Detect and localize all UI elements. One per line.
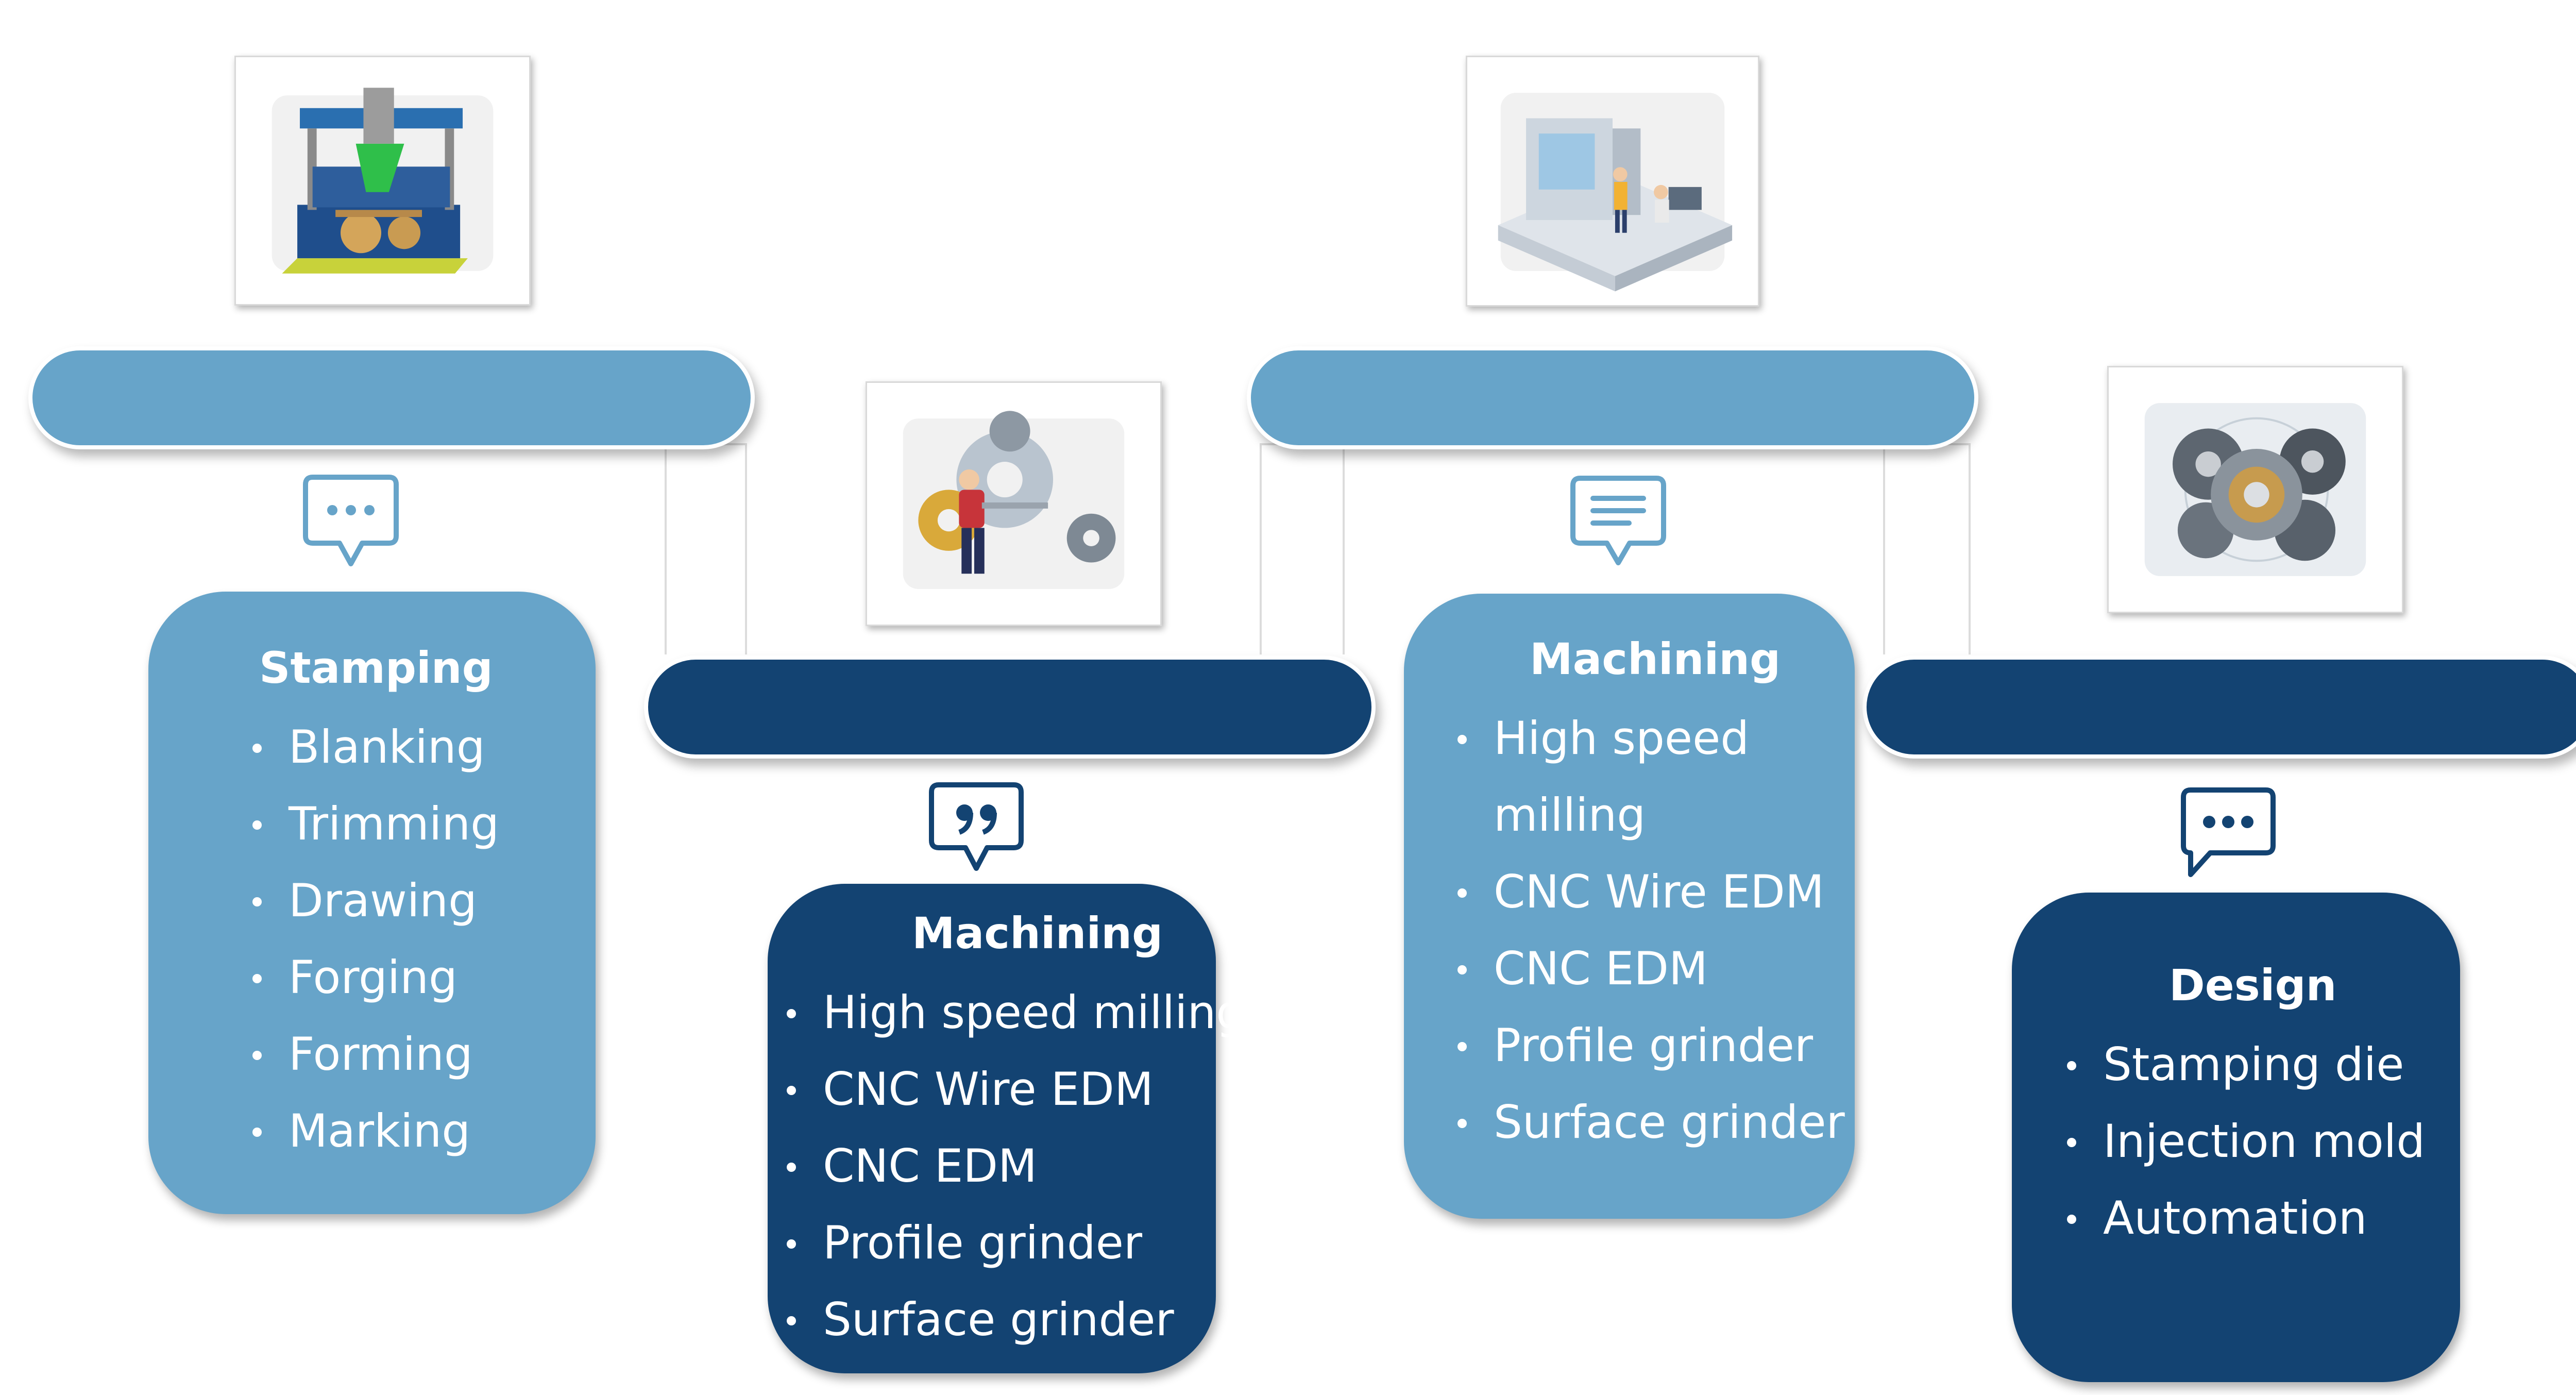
list-item: Surface grinder bbox=[785, 1281, 1245, 1358]
list-item: Stamping die bbox=[2065, 1026, 2425, 1103]
list-item: Trimming bbox=[250, 785, 499, 862]
list-item: Blanking bbox=[250, 709, 499, 785]
stage-card-design: Design Stamping die Injection mold Autom… bbox=[2012, 893, 2460, 1382]
cnc-machine-operator-image bbox=[1466, 56, 1759, 307]
stage-bar-stamping bbox=[28, 346, 755, 449]
stage-bar-machining-2 bbox=[1247, 346, 1978, 449]
stage-bar-design bbox=[1862, 656, 2576, 759]
card-title: Stamping bbox=[259, 643, 493, 693]
connector-line-2 bbox=[1260, 443, 1345, 654]
card-title: Machining bbox=[1530, 634, 1781, 684]
card-title: Machining bbox=[912, 908, 1163, 959]
list-item: Marking bbox=[250, 1093, 499, 1169]
stage-card-machining-2: Machining High speed milling CNC Wire ED… bbox=[1404, 594, 1855, 1219]
list-item: CNC EDM bbox=[1455, 930, 1845, 1007]
list-item: Forming bbox=[250, 1016, 499, 1093]
list-item: Surface grinder bbox=[1455, 1084, 1845, 1161]
list-item: CNC Wire EDM bbox=[785, 1051, 1245, 1128]
list-item: High speed milling bbox=[785, 974, 1245, 1051]
connector-line-1 bbox=[665, 443, 747, 654]
card-title: Design bbox=[2169, 960, 2337, 1011]
stage-card-stamping: Stamping Blanking Trimming Drawing Forgi… bbox=[148, 592, 596, 1214]
gear-mechanism-image bbox=[2107, 366, 2403, 613]
card-list: Blanking Trimming Drawing Forging Formin… bbox=[250, 709, 499, 1169]
list-item: Automation bbox=[2065, 1180, 2425, 1256]
card-list: High speed milling CNC Wire EDM CNC EDM … bbox=[1455, 700, 1845, 1161]
list-item: Profile grinder bbox=[785, 1204, 1245, 1281]
list-item: CNC EDM bbox=[785, 1128, 1245, 1204]
card-list: High speed milling CNC Wire EDM CNC EDM … bbox=[785, 974, 1245, 1358]
list-item: Forging bbox=[250, 939, 499, 1016]
list-item: CNC Wire EDM bbox=[1455, 853, 1845, 930]
speech-bubble-dots-icon bbox=[2179, 786, 2277, 879]
list-item: Profile grinder bbox=[1455, 1007, 1845, 1084]
stage-card-machining-1: Machining High speed milling CNC Wire ED… bbox=[768, 884, 1245, 1373]
list-item-continuation: milling bbox=[1494, 788, 1646, 842]
connector-line-3 bbox=[1883, 443, 1971, 654]
list-item: High speed bbox=[1455, 700, 1845, 777]
stamping-die-press-image bbox=[234, 56, 531, 306]
speech-bubble-quote-icon bbox=[927, 781, 1025, 875]
speech-bubble-dots-icon bbox=[301, 473, 400, 571]
stage-bar-machining-1 bbox=[644, 656, 1376, 759]
card-list: Stamping die Injection mold Automation bbox=[2065, 1026, 2425, 1256]
list-item: Drawing bbox=[250, 862, 499, 939]
worker-with-gears-image bbox=[866, 381, 1162, 626]
speech-bubble-lines-icon bbox=[1569, 474, 1668, 569]
list-item: Injection mold bbox=[2065, 1103, 2425, 1180]
